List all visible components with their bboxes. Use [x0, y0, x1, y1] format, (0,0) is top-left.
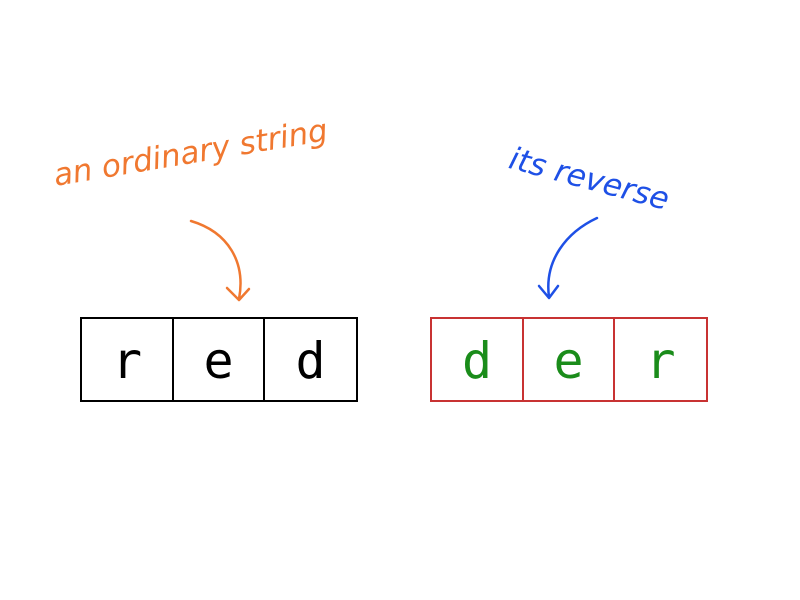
- original-string-boxes: r e d: [80, 317, 358, 402]
- original-char-cell: d: [265, 317, 358, 402]
- original-char-cell: r: [80, 317, 174, 402]
- reversed-char-cell: e: [524, 317, 615, 402]
- original-char-cell: e: [174, 317, 265, 402]
- reversed-annotation-arrow: [537, 216, 599, 300]
- reversed-char-cell: d: [430, 317, 524, 402]
- original-annotation-arrow: [189, 219, 251, 302]
- reversed-char-cell: r: [615, 317, 708, 402]
- reversed-string-boxes: d e r: [430, 317, 708, 402]
